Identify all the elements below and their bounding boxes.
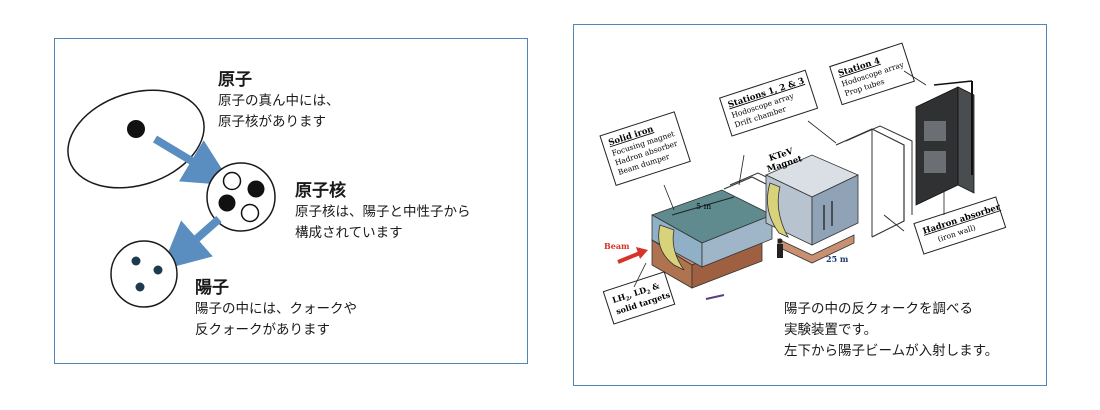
- person-head: [777, 238, 783, 244]
- beam-arrow: [617, 251, 641, 264]
- direction-arrow: [705, 294, 725, 300]
- caption-line3: 左下から陽子ビームが入射します。: [784, 343, 999, 359]
- beam-label: Beam: [604, 241, 630, 251]
- proton-bottom-left: [218, 194, 236, 212]
- proton-top-right: [247, 180, 265, 198]
- stations-leader-1: [738, 154, 745, 186]
- prop-tube-frame-top: [933, 80, 973, 86]
- station4-leader: [903, 70, 927, 86]
- neutron-top-left: [222, 171, 242, 191]
- arrow-atom-to-nucleus: [152, 135, 233, 186]
- person-body: [777, 244, 783, 258]
- atom-diagram-graphic: [67, 89, 276, 308]
- experiment-apparatus-panel: 5 m Beam 25 m: [573, 24, 1047, 386]
- proton-desc-line1: 陽子の中には、クォークや: [195, 301, 357, 317]
- atom-structure-panel: 原子 原子の真ん中には、 原子核があります 原子核 原子核は、陽子と中性子から …: [54, 38, 528, 364]
- station4-label-box: Station 4 Hodoscope array Prop tubes: [829, 42, 915, 106]
- proton-title: 陽子: [195, 278, 229, 298]
- targets-leader: [633, 262, 647, 288]
- beam-arrowhead: [636, 247, 648, 259]
- arrow-nucleus-to-proton: [161, 216, 222, 271]
- five-m-label: 5 m: [696, 202, 712, 211]
- nucleus-desc-line1: 原子核は、陽子と中性子から: [295, 204, 471, 220]
- drift-chamber-frame-2: [845, 125, 913, 215]
- atom-desc-line1: 原子の真ん中には、: [218, 93, 340, 109]
- focusing-magnet-coil: [658, 224, 685, 271]
- atom-desc-line2: 原子核があります: [218, 114, 326, 130]
- nucleus-desc-line2: 構成されています: [295, 225, 403, 241]
- five-m-arrow: [671, 196, 735, 216]
- solid-iron-label-box: Solid iron Focusing magnet Hadron absorb…: [599, 111, 691, 187]
- stations-leader-2: [807, 120, 837, 144]
- hadron-absorber-wall: [915, 86, 959, 206]
- quark-3: [135, 282, 145, 292]
- proton-circle: [110, 240, 178, 308]
- atom-nucleus-dot: [127, 120, 145, 138]
- caption-line1: 陽子の中の反クォークを調べる: [784, 301, 973, 317]
- apparatus-illustration: 5 m Beam 25 m: [599, 42, 1007, 325]
- neutron-bottom-right: [240, 203, 260, 223]
- hadron-absorber-label-box: Hadron absorber (iron wall): [913, 196, 1007, 255]
- atom-title: 原子: [218, 70, 252, 90]
- drift-chamber-brace: [883, 214, 905, 232]
- solid-iron-side: [701, 214, 773, 268]
- quark-2: [153, 265, 163, 275]
- ktev-coil: [767, 182, 789, 238]
- absorber-panel-2: [924, 151, 946, 173]
- caption-line2: 実験装置です。: [784, 322, 878, 338]
- atom-ellipse: [67, 89, 205, 189]
- nucleus-title: 原子核: [295, 181, 346, 201]
- solid-iron-leader: [663, 184, 675, 211]
- stations-label-box: Stations 1, 2 & 3 Hodoscope array Drift …: [718, 69, 819, 137]
- twentyfive-m-label: 25 m: [826, 254, 849, 264]
- hadron-absorber-side: [957, 86, 975, 194]
- quark-1: [131, 256, 141, 266]
- proton-desc-line2: 反クォークがあります: [195, 322, 330, 338]
- absorber-panel-1: [924, 121, 946, 141]
- targets-label-box: LH2, LD2 & solid targets: [602, 271, 676, 325]
